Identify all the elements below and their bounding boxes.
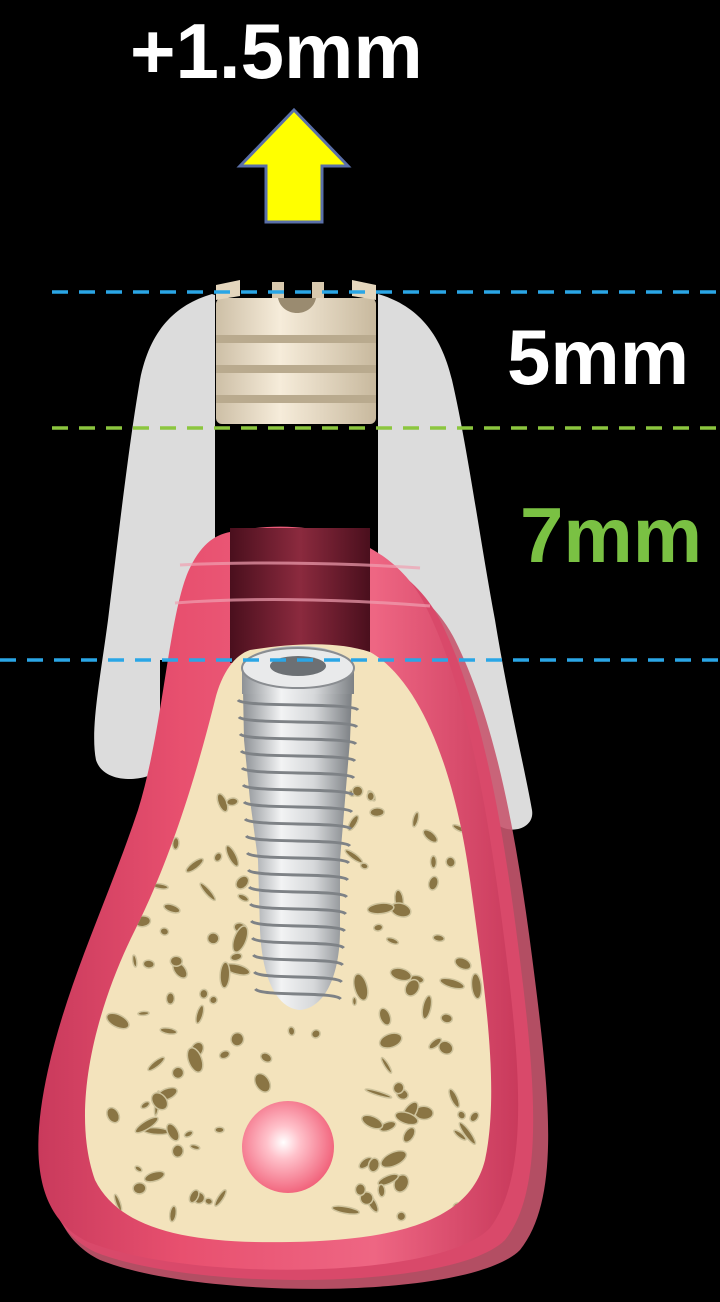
trabecular-spot xyxy=(288,1026,296,1036)
nerve-canal xyxy=(242,1101,334,1193)
trabecular-spot xyxy=(138,1011,149,1016)
trabecular-spot xyxy=(430,856,436,869)
trabecular-spot xyxy=(355,1183,366,1195)
trabecular-spot xyxy=(166,993,174,1005)
lower-height-label: 7mm xyxy=(520,496,702,574)
trabecular-spot xyxy=(133,1182,147,1194)
trabecular-spot xyxy=(207,933,219,944)
trabecular-spot xyxy=(143,960,155,969)
raise-amount-label: +1.5mm xyxy=(130,12,423,90)
trabecular-spot xyxy=(367,792,374,801)
trabecular-spot xyxy=(172,1144,184,1158)
up-arrow-icon xyxy=(240,110,348,222)
guide-sleeve-channel xyxy=(230,528,370,663)
trabecular-spot xyxy=(170,956,182,966)
trabecular-spot xyxy=(378,1184,386,1197)
upper-height-label: 5mm xyxy=(507,318,689,396)
trabecular-spot xyxy=(215,1127,224,1133)
trabecular-spot xyxy=(370,808,384,817)
trabecular-spot xyxy=(396,1211,406,1221)
trabecular-spot xyxy=(199,989,208,999)
trabecular-spot xyxy=(352,997,356,1005)
guide-sleeve xyxy=(216,280,376,424)
